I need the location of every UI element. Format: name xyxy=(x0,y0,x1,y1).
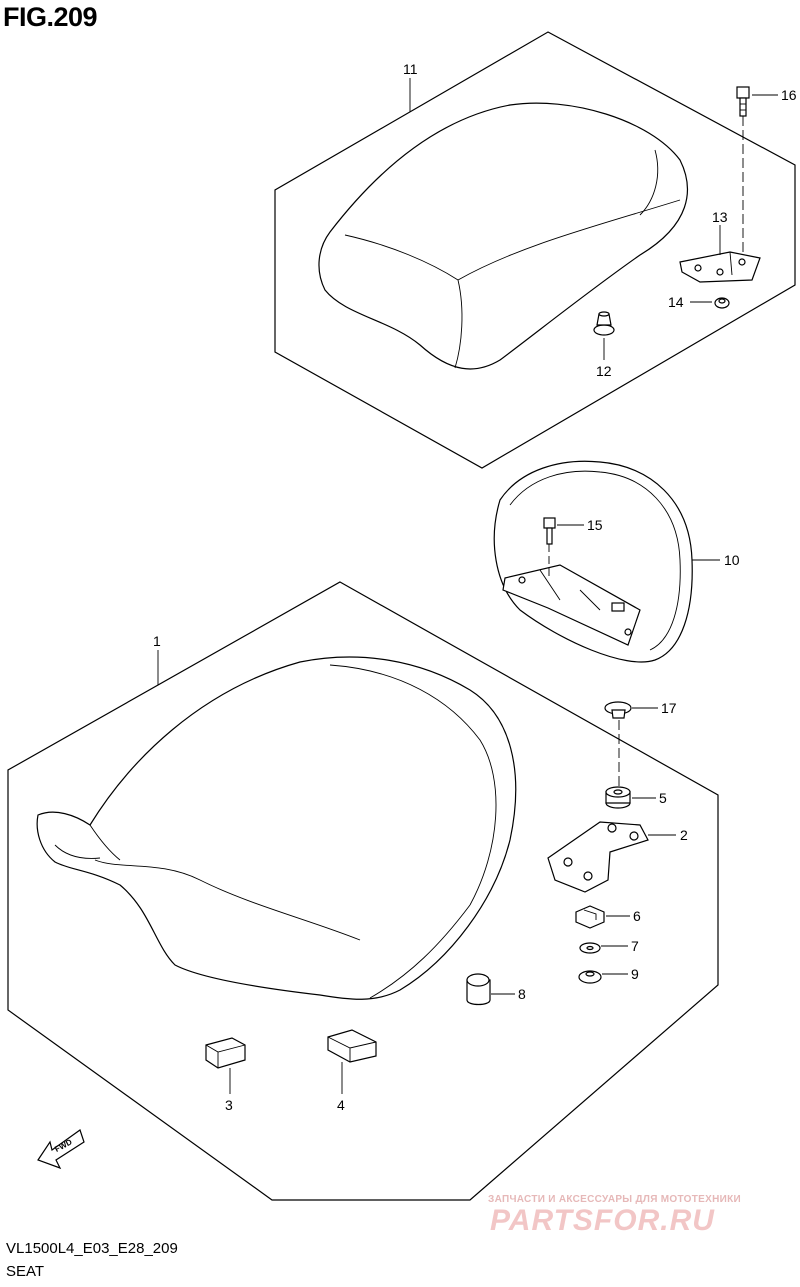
callout-numbers: 11 16 13 14 12 15 10 1 17 5 2 6 7 9 8 3 … xyxy=(153,61,797,1113)
backrest-10[interactable] xyxy=(493,460,693,663)
model-code: VL1500L4_E03_E28_209 xyxy=(6,1240,178,1257)
callout-13[interactable]: 13 xyxy=(712,209,728,225)
callout-1[interactable]: 1 xyxy=(153,633,161,649)
cushion-12[interactable] xyxy=(593,311,615,336)
callout-4[interactable]: 4 xyxy=(337,1097,345,1113)
callout-17[interactable]: 17 xyxy=(661,700,677,716)
bolt-16[interactable] xyxy=(736,86,750,255)
callout-8[interactable]: 8 xyxy=(518,986,526,1002)
callout-10[interactable]: 10 xyxy=(724,552,740,568)
watermark-tagline: ЗАПЧАСТИ И АКСЕССУАРЫ ДЛЯ МОТОТЕХНИКИ xyxy=(488,1194,741,1205)
cushion-8[interactable] xyxy=(466,973,491,1006)
front-seat-group-outline xyxy=(7,581,719,1201)
rear-seat-group-outline xyxy=(274,31,796,469)
callout-5[interactable]: 5 xyxy=(659,790,667,806)
callout-15[interactable]: 15 xyxy=(587,517,603,533)
callout-3[interactable]: 3 xyxy=(225,1097,233,1113)
callout-6[interactable]: 6 xyxy=(633,908,641,924)
pad-4[interactable] xyxy=(327,1029,377,1063)
bolt-15[interactable] xyxy=(543,517,556,580)
rear-seat-part[interactable] xyxy=(318,102,689,370)
callout-12[interactable]: 12 xyxy=(596,363,612,379)
cap-17[interactable] xyxy=(604,701,632,790)
callout-14[interactable]: 14 xyxy=(668,294,684,310)
leader-lines xyxy=(157,78,778,1094)
figure-title: FIG.209 xyxy=(3,2,98,32)
bracket-2[interactable] xyxy=(547,821,649,893)
front-seat-part[interactable] xyxy=(36,656,517,1000)
nut-9[interactable] xyxy=(578,970,602,984)
watermark-brand: PARTSFOR.RU xyxy=(490,1204,715,1237)
bracket-13[interactable] xyxy=(679,251,761,283)
pad-3[interactable] xyxy=(205,1037,246,1069)
callout-11[interactable]: 11 xyxy=(403,61,418,77)
callout-16[interactable]: 16 xyxy=(781,87,797,103)
washer-7[interactable] xyxy=(579,942,601,954)
figure-name: SEAT xyxy=(6,1263,45,1280)
callout-9[interactable]: 9 xyxy=(631,966,639,982)
fwd-arrow-icon: FWD xyxy=(37,1129,85,1170)
callout-2[interactable]: 2 xyxy=(680,827,688,843)
cushion-5[interactable] xyxy=(605,786,631,809)
nut-14[interactable] xyxy=(714,297,730,309)
clip-6[interactable] xyxy=(575,905,605,929)
callout-7[interactable]: 7 xyxy=(631,938,639,954)
